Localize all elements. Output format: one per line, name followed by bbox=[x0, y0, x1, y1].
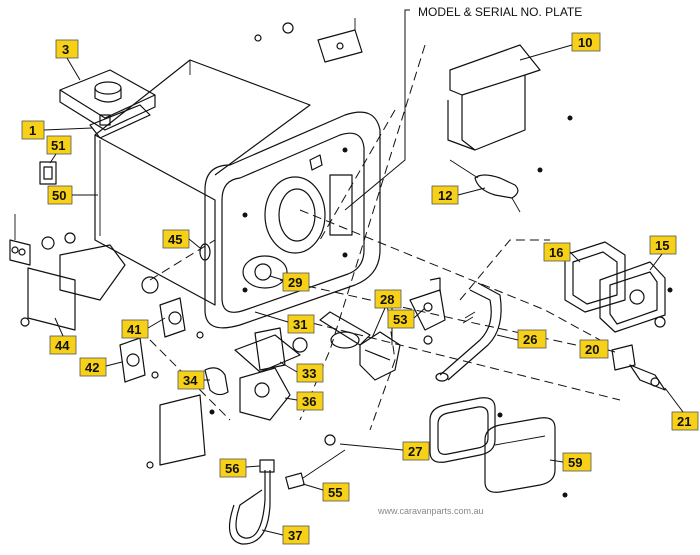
svg-text:26: 26 bbox=[523, 332, 537, 347]
part-tag-1: 1 bbox=[21, 120, 45, 140]
part-tag-56: 56 bbox=[219, 458, 247, 478]
part-tag-12: 12 bbox=[431, 185, 459, 205]
burner-cover bbox=[429, 397, 568, 498]
part-tag-42: 42 bbox=[79, 357, 107, 377]
svg-text:36: 36 bbox=[302, 394, 316, 409]
door-frame bbox=[204, 111, 381, 329]
svg-text:55: 55 bbox=[328, 485, 342, 500]
part-tag-20: 20 bbox=[579, 339, 609, 359]
part-tag-10: 10 bbox=[571, 32, 601, 52]
part-tag-51: 51 bbox=[46, 135, 72, 155]
watermark-text: www.caravanparts.com.au bbox=[377, 506, 484, 516]
plate-label: MODEL & SERIAL NO. PLATE bbox=[418, 5, 582, 19]
part-tag-53: 53 bbox=[387, 309, 415, 329]
thermostat-assembly bbox=[59, 69, 156, 139]
svg-text:27: 27 bbox=[408, 444, 422, 459]
part-tag-37: 37 bbox=[282, 525, 310, 545]
heating-element bbox=[319, 277, 446, 381]
gas-valve-assembly bbox=[146, 327, 308, 469]
part-tag-28: 28 bbox=[374, 289, 402, 309]
svg-text:56: 56 bbox=[225, 461, 239, 476]
svg-text:59: 59 bbox=[568, 455, 582, 470]
bracket-hardware bbox=[254, 18, 363, 171]
part-tags: 3 1 51 50 10 12 45 16 15 29 28 53 31 44 … bbox=[21, 32, 699, 545]
svg-text:31: 31 bbox=[293, 317, 307, 332]
part-tag-50: 50 bbox=[47, 185, 73, 205]
small-fittings bbox=[119, 243, 211, 383]
water-heater-tank bbox=[94, 59, 311, 306]
electrical-cover bbox=[9, 214, 126, 331]
part-tag-55: 55 bbox=[322, 482, 350, 502]
part-tag-3: 3 bbox=[55, 39, 79, 59]
part-tag-26: 26 bbox=[517, 329, 547, 349]
svg-text:21: 21 bbox=[677, 414, 691, 429]
svg-text:53: 53 bbox=[393, 312, 407, 327]
svg-text:3: 3 bbox=[62, 42, 69, 57]
part-tag-31: 31 bbox=[287, 314, 315, 334]
switch-part bbox=[39, 161, 57, 185]
svg-text:34: 34 bbox=[183, 373, 198, 388]
svg-text:28: 28 bbox=[380, 292, 394, 307]
part-tag-41: 41 bbox=[121, 319, 149, 339]
part-tag-34: 34 bbox=[177, 370, 205, 390]
part-tag-36: 36 bbox=[296, 391, 324, 411]
part-tag-29: 29 bbox=[282, 272, 310, 292]
svg-text:10: 10 bbox=[578, 35, 592, 50]
svg-text:42: 42 bbox=[85, 360, 99, 375]
svg-text:16: 16 bbox=[549, 245, 563, 260]
svg-text:1: 1 bbox=[29, 123, 36, 138]
svg-text:29: 29 bbox=[288, 275, 302, 290]
part-tag-16: 16 bbox=[543, 242, 571, 262]
svg-text:15: 15 bbox=[655, 238, 669, 253]
svg-text:20: 20 bbox=[585, 342, 599, 357]
svg-text:44: 44 bbox=[55, 338, 70, 353]
part-tag-15: 15 bbox=[649, 235, 677, 255]
svg-text:41: 41 bbox=[127, 322, 141, 337]
part-tag-21: 21 bbox=[671, 411, 699, 431]
model-serial-plate-callout: MODEL & SERIAL NO. PLATE bbox=[344, 5, 582, 211]
svg-text:45: 45 bbox=[168, 232, 182, 247]
part-tag-33: 33 bbox=[296, 363, 324, 383]
svg-text:51: 51 bbox=[51, 138, 65, 153]
part-tag-27: 27 bbox=[402, 441, 430, 461]
svg-text:33: 33 bbox=[302, 366, 316, 381]
part-tag-59: 59 bbox=[562, 452, 592, 472]
drain-hose bbox=[435, 282, 502, 382]
svg-text:50: 50 bbox=[52, 188, 66, 203]
svg-text:37: 37 bbox=[288, 528, 302, 543]
part-tag-44: 44 bbox=[49, 335, 77, 355]
svg-text:12: 12 bbox=[438, 188, 452, 203]
part-tag-45: 45 bbox=[162, 229, 190, 249]
